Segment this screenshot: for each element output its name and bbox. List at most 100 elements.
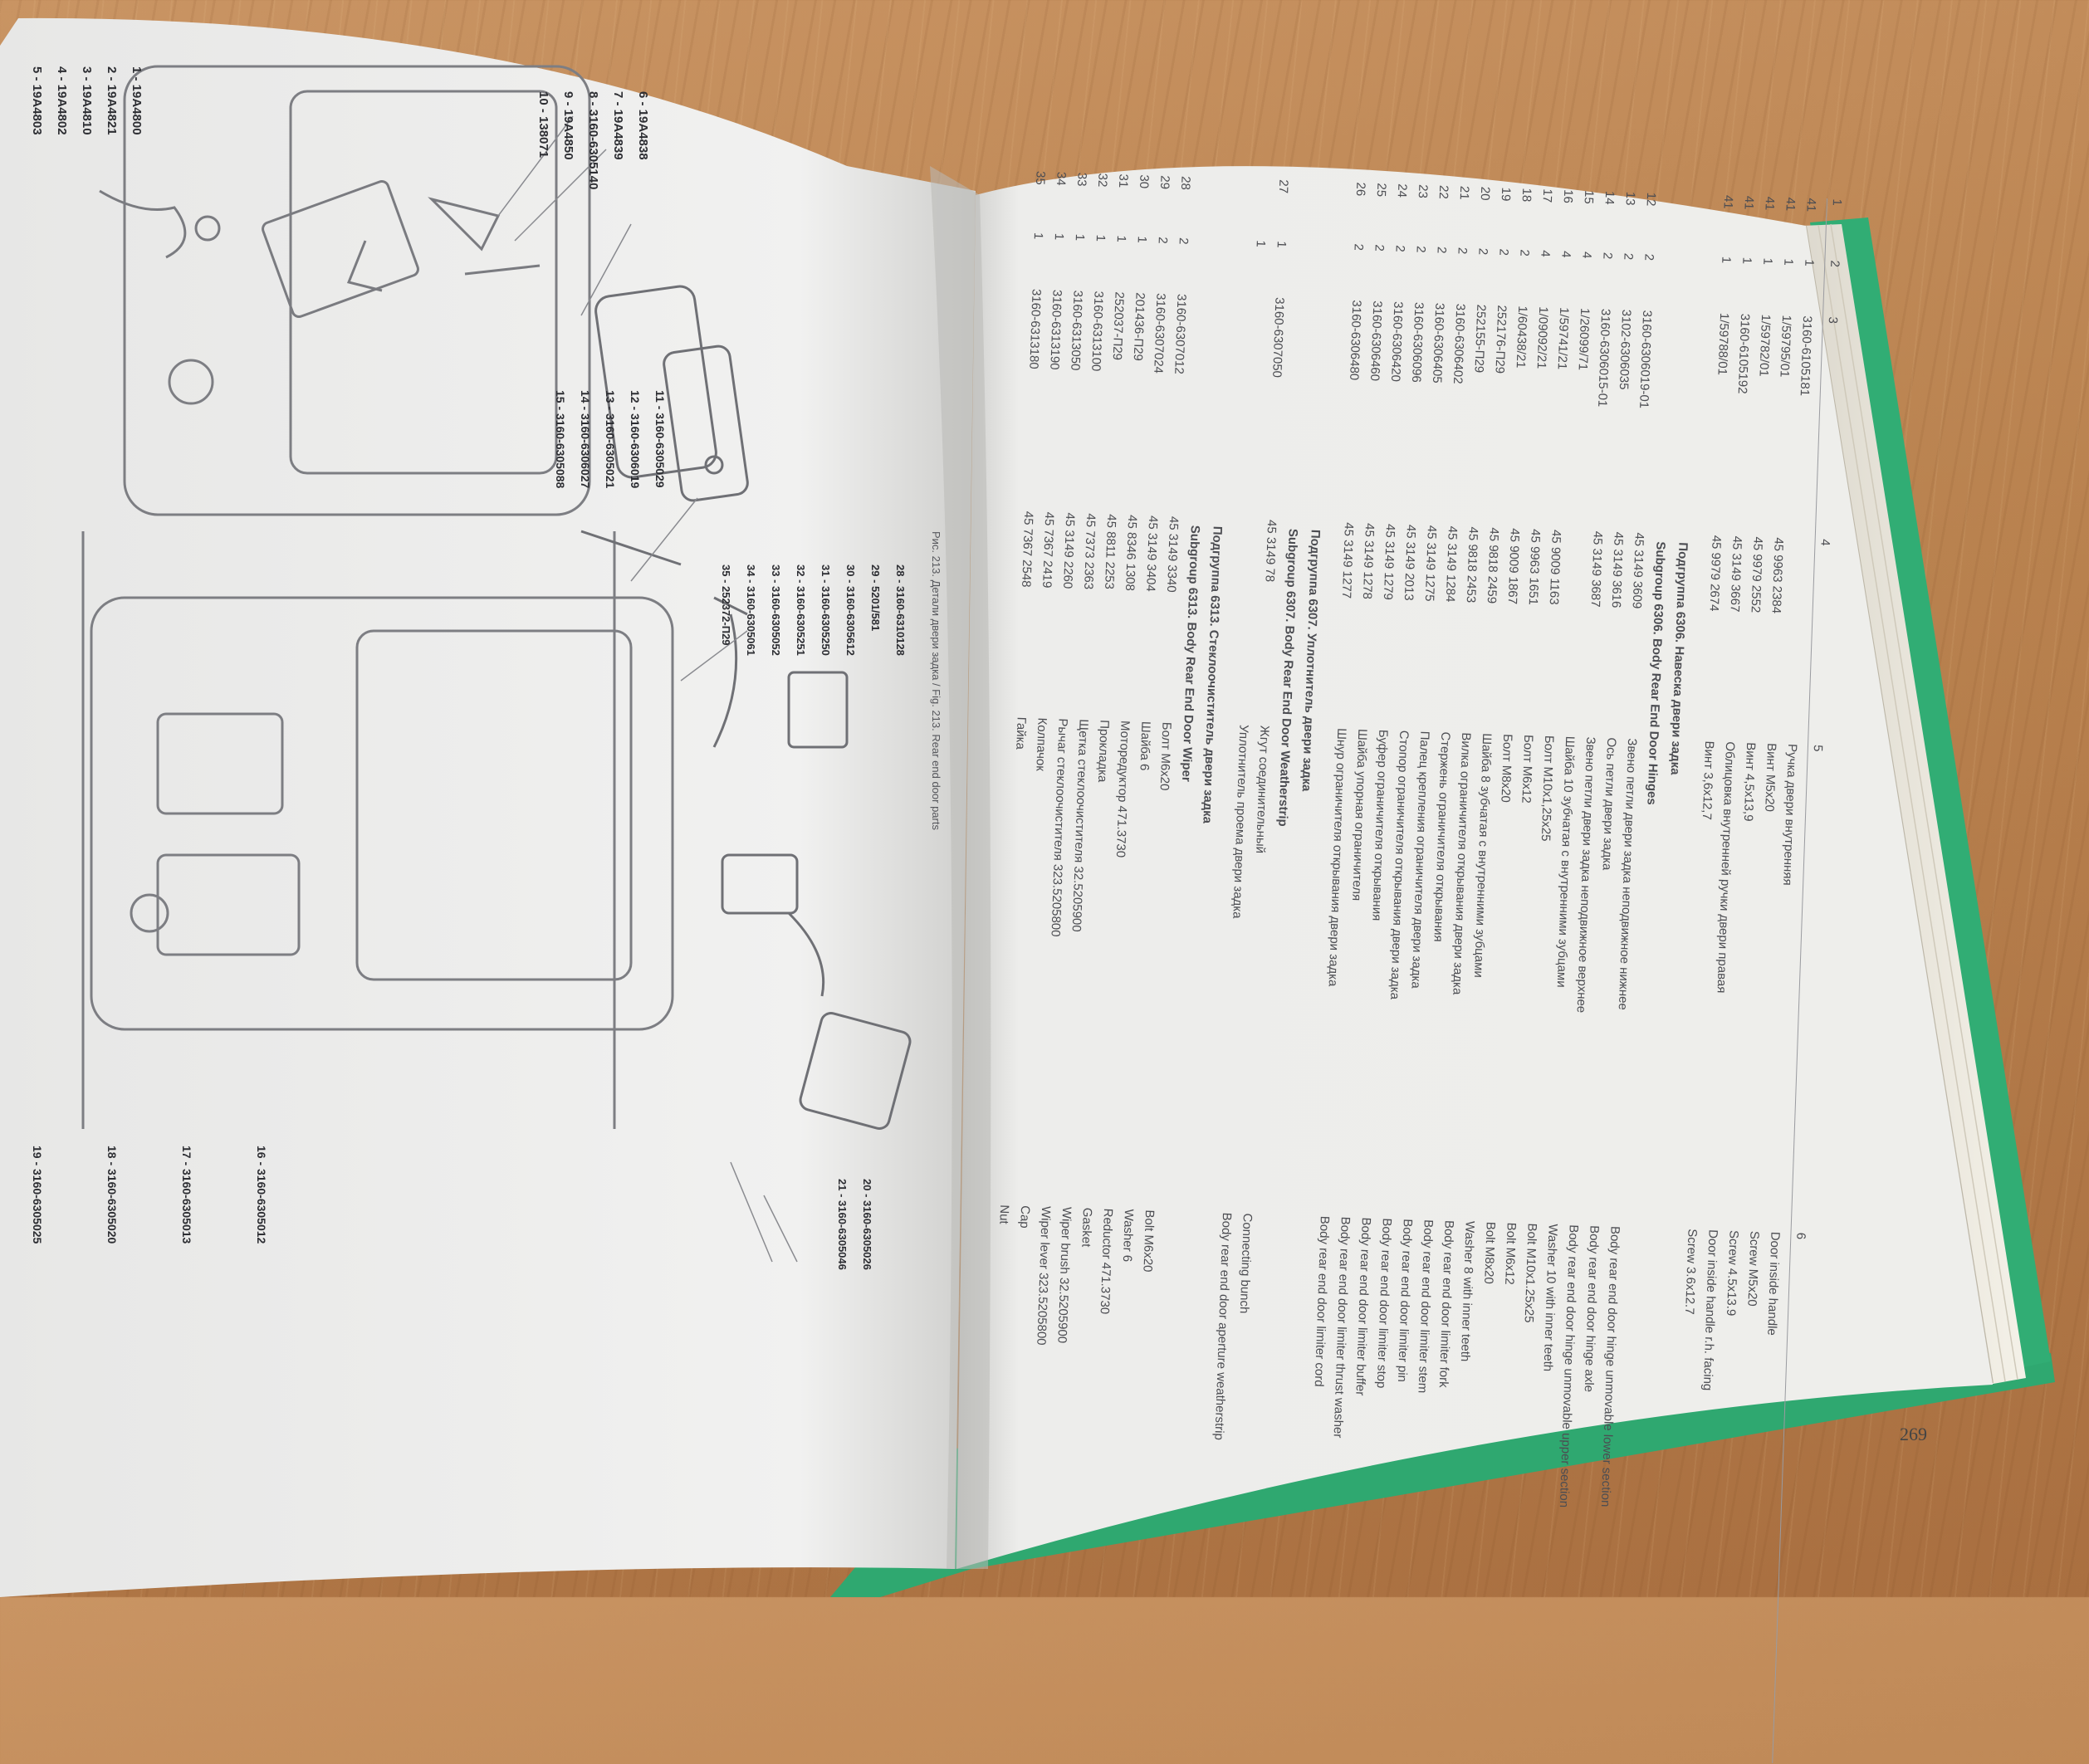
table-cell-hw: [1793, 538, 1800, 721]
top-right-callout-list: 6 - 19A4838 7 - 19A4839 8 - 3160-6305140…: [531, 91, 656, 189]
book-cover: [830, 1353, 2055, 1597]
table-cell-part: 252176-П29: [1492, 305, 1509, 374]
table-cell-part: 3160-6306402: [1450, 303, 1468, 384]
table-cell-hw: 45 3149 3609: [1629, 532, 1646, 609]
table-cell-hw: 45 3149 1275: [1421, 525, 1439, 602]
callout: 28 - 3160-6310128: [894, 564, 908, 656]
table-cell-qty: 2: [1413, 245, 1428, 253]
left-page: [0, 17, 976, 1597]
callout: 11 - 3160-6305029: [653, 390, 667, 488]
column-header: 2: [1827, 260, 1842, 268]
table-cell-qty: 2: [1392, 244, 1407, 252]
table-cell-hw: 45 9009 1867: [1504, 527, 1522, 605]
table-cell-part: 3160-6105181: [1797, 315, 1815, 397]
table-cell-item: 23: [1415, 183, 1431, 199]
table-cell-item: 34: [1054, 171, 1069, 186]
table-cell-item: 35: [1033, 170, 1048, 186]
callout: 3 - 19A4810: [80, 66, 95, 135]
table-cell-qty: 2: [1372, 244, 1387, 252]
top-callout-list: 1 - 19A4800 2 - 19A4821 3 - 19A4810 4 - …: [25, 66, 149, 135]
table-cell-item: 29: [1157, 174, 1172, 190]
table-cell-hw: 45 9963 2384: [1769, 537, 1786, 614]
table-cell-part: 3160-6306460: [1367, 301, 1385, 382]
table-cell-hw: 45 3149 78: [1262, 519, 1279, 583]
callout: 35 - 252372-П29: [720, 564, 733, 646]
table-cell-qty: 1: [1781, 258, 1796, 266]
table-cell-item: 31: [1115, 173, 1131, 188]
table-cell-qty: 1: [1739, 257, 1754, 265]
table-cell-qty: 1: [1253, 240, 1268, 248]
rear-door-exploded-diagram: [81, 65, 674, 1129]
table-cell-hw: 45 3149 1279: [1380, 523, 1398, 601]
table-cell-item: 26: [1353, 182, 1368, 197]
callout: 7 - 19A4839: [611, 91, 626, 160]
table-cell-item: 30: [1136, 174, 1152, 189]
table-cell-item: 28: [1177, 175, 1193, 191]
table-cell-qty: 2: [1517, 249, 1532, 257]
callout: 18 - 3160-6305020: [105, 1146, 119, 1244]
callout: 5 - 19A4803: [30, 66, 45, 135]
table-cell-hw: 45 7367 2548: [1019, 511, 1036, 588]
table-cell-item: 16: [1560, 188, 1576, 204]
table-cell-part: 3160-6306405: [1429, 302, 1447, 384]
callout: 34 - 3160-6305061: [745, 564, 758, 656]
table-cell-hw: 45 3149 2013: [1401, 524, 1418, 601]
table-cell-part: 3160-6105192: [1734, 313, 1753, 394]
table-cell-item: 41: [1803, 198, 1819, 213]
table-cell-hw: 45 9979 2674: [1706, 535, 1724, 612]
callout: 30 - 3160-6305612: [844, 564, 858, 656]
table-cell-hw: 45 9963 1651: [1525, 528, 1543, 606]
table-cell-item: [1261, 178, 1263, 217]
callout: 2 - 19A4821: [105, 66, 120, 135]
column-header: 1: [1830, 198, 1845, 207]
table-cell-item: 32: [1094, 173, 1110, 188]
table-cell-part: [1252, 296, 1259, 496]
table-cell-qty: 1: [1760, 257, 1775, 266]
table-cell-qty: 4: [1579, 251, 1594, 259]
table-cell-part: 3160-6306420: [1387, 301, 1406, 383]
table-cell-qty: 4: [1538, 250, 1553, 257]
table-cell-qty: 2: [1351, 243, 1366, 252]
table-cell-hw: 45 3149 3616: [1608, 531, 1626, 608]
wiper-motor: [580, 285, 749, 566]
table-cell-part: 252155-П29: [1471, 304, 1489, 374]
table-cell-item: 41: [1762, 196, 1778, 211]
table-cell-qty: 2: [1176, 237, 1191, 245]
callout: 33 - 3160-6305052: [770, 564, 783, 656]
table-cell-item: 20: [1477, 186, 1493, 201]
callout: 31 - 3160-6305250: [819, 564, 833, 656]
column-header: 4: [1817, 539, 1833, 546]
table-cell-part: 1/60438/21: [1513, 305, 1530, 369]
table-cell-hw: [1571, 530, 1578, 713]
table-cell-part: 3160-6306019-01: [1636, 310, 1655, 409]
callout: 19 - 3160-6305025: [31, 1146, 44, 1244]
leader-lines: [497, 115, 798, 1263]
table-cell-item: 33: [1074, 172, 1089, 187]
table-cell-hw: 45 3149 1277: [1338, 521, 1357, 599]
table-cell-item: 21: [1456, 185, 1472, 200]
table-cell-item: 14: [1602, 190, 1617, 205]
right-page: [956, 166, 1993, 1569]
open-book-photo: [0, 17, 2055, 1597]
table-cell-item: 41: [1741, 195, 1757, 210]
table-cell-qty: 1: [1030, 232, 1046, 240]
table-cell-item: 18: [1519, 188, 1534, 203]
table-cell-part: 3160-6313100: [1089, 291, 1106, 372]
table-cell-item: 15: [1581, 189, 1597, 205]
table-cell-qty: 2: [1600, 252, 1615, 260]
callout: 13 - 3160-6305021: [604, 390, 617, 489]
table-cell-qty: 2: [1496, 248, 1511, 257]
hinge-parts-cluster: [99, 180, 541, 318]
table-cell-part: 3102-6306035: [1616, 309, 1634, 390]
table-cell-hw: 45 3149 3667: [1727, 535, 1744, 613]
callout: 29 - 5201/581: [869, 564, 883, 632]
table-cell-part: 3160-6313190: [1047, 289, 1064, 370]
table-cell-hw: 45 3149 3687: [1588, 530, 1605, 608]
callout: 15 - 3160-6305088: [554, 390, 567, 489]
table-cell-hw: 45 3149 3404: [1142, 515, 1161, 593]
figure-caption: Рис. 213. Детали двери задка / Fig. 213.…: [930, 531, 942, 830]
diagram-callout-list: 28 - 3160-6310128 29 - 5201/581 30 - 316…: [714, 564, 913, 656]
table-cell-item: 19: [1498, 187, 1514, 202]
table-cell-hw: 45 9009 1163: [1546, 529, 1563, 605]
